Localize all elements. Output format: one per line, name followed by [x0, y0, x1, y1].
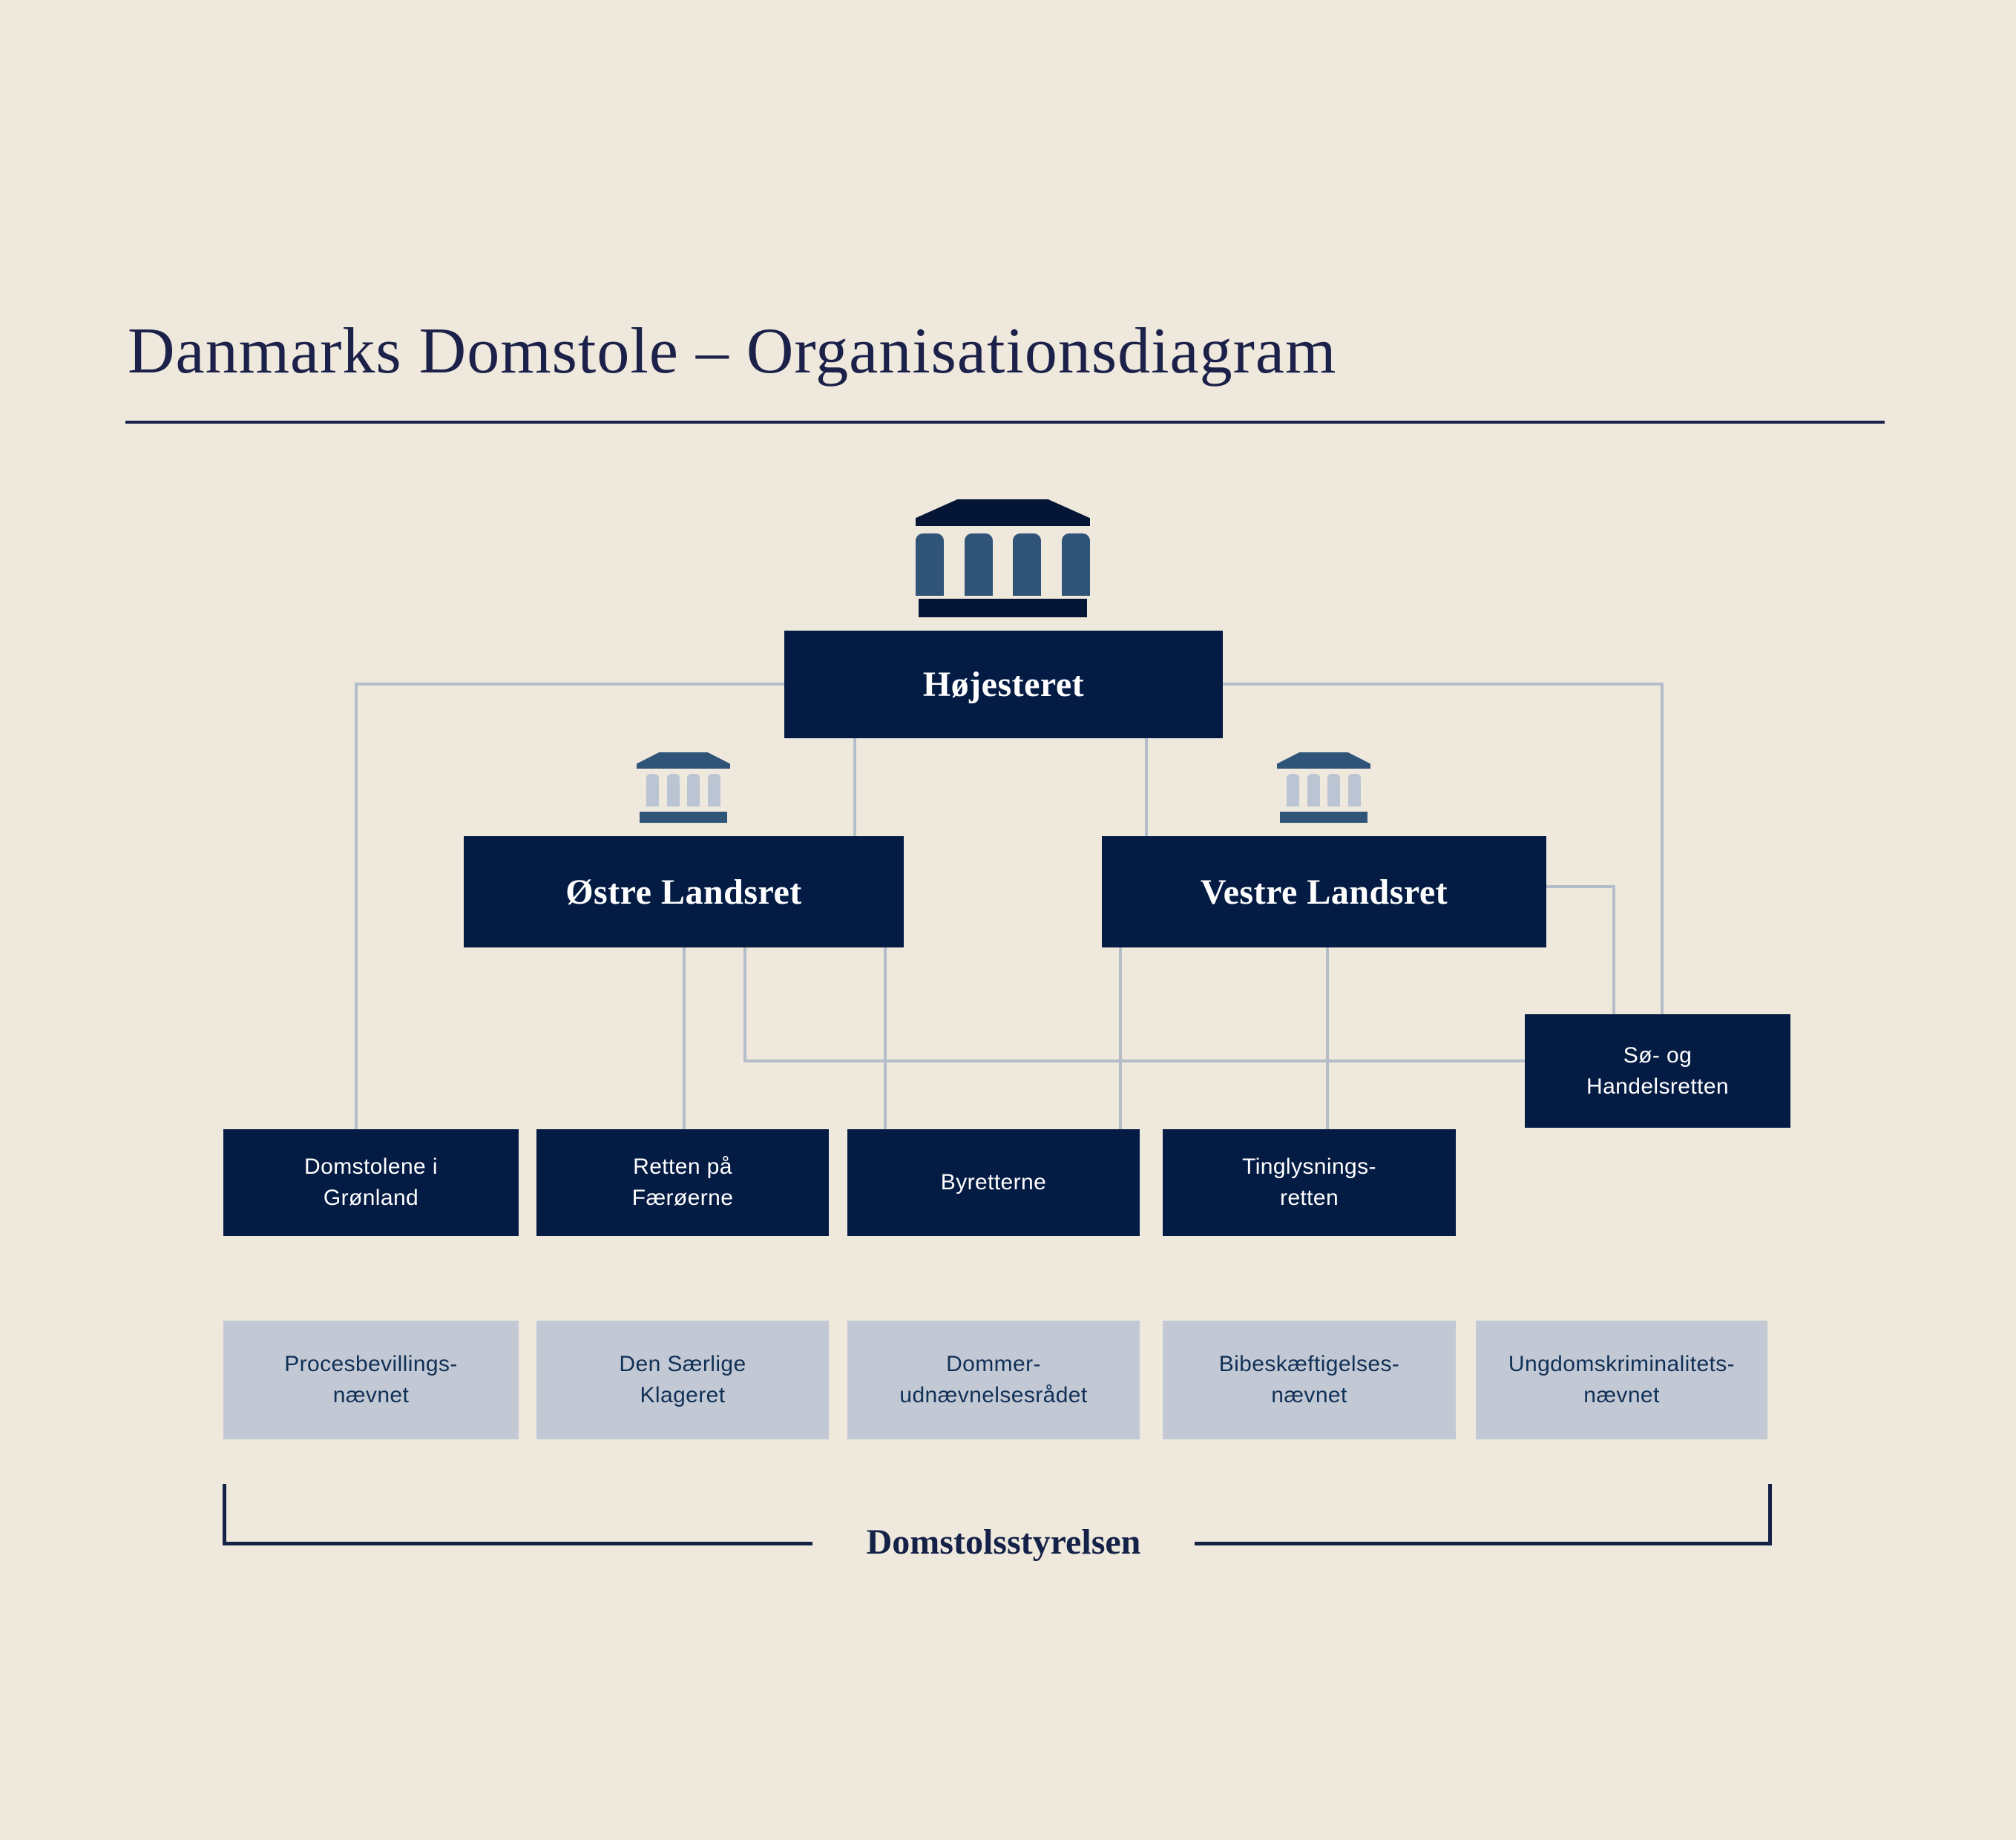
connector-hojesteret-vestre: [1145, 737, 1148, 838]
node-label-line: Byretterne: [940, 1170, 1047, 1195]
connector-vestre-byretterne: [1119, 946, 1122, 1131]
connector-ostre-byretterne: [884, 946, 887, 1131]
node-label-line: Den Særlige: [619, 1352, 746, 1376]
connector-hojesteret-ostre: [853, 737, 856, 838]
node-retten-faroerne: Retten på Færøerne: [536, 1129, 829, 1236]
node-label-line: Tinglysnings-: [1242, 1154, 1376, 1179]
node-label-line: nævnet: [1271, 1383, 1347, 1407]
icon-roof: [637, 752, 730, 769]
icon-columns: [1287, 774, 1361, 806]
node-label-line: Domstolene i: [304, 1154, 438, 1179]
connector-hojesteret-right-horizontal: [1223, 683, 1664, 686]
icon-base: [1280, 812, 1367, 823]
node-ostre-landsret: Østre Landsret: [464, 836, 904, 947]
node-label-line: Sø- og: [1623, 1042, 1692, 1068]
connector-vestre-elbow-vertical: [1612, 885, 1615, 1017]
node-label-line: Ungdomskriminalitets-: [1508, 1352, 1736, 1376]
icon-roof: [1277, 752, 1370, 769]
icon-columns: [916, 533, 1090, 596]
connector-ostre-sohandel-horizontal: [743, 1059, 1526, 1062]
bracket-label-domstolsstyrelsen: Domstolsstyrelsen: [866, 1522, 1141, 1562]
icon-base: [919, 599, 1087, 617]
connector-vestre-tinglysning: [1326, 946, 1329, 1131]
node-label: Vestre Landsret: [1200, 872, 1448, 912]
node-label-line: retten: [1279, 1186, 1339, 1210]
connector-vestre-elbow-horizontal: [1546, 885, 1615, 888]
node-label-line: udnævnelsesrådet: [899, 1383, 1088, 1407]
node-procesbevillingsnaevnet: Procesbevillings- nævnet: [223, 1321, 519, 1439]
node-ungdomskriminalitetsnaevnet: Ungdomskriminalitets- nævnet: [1476, 1321, 1767, 1439]
node-den-saerlige-klageret: Den Særlige Klageret: [536, 1321, 829, 1439]
icon-base: [640, 812, 727, 823]
connector-ostre-faroerne: [683, 946, 686, 1131]
node-hojesteret: Højesteret: [784, 631, 1223, 738]
bracket-tick-left: [223, 1484, 226, 1543]
connector-ostre-sohandel-vertical: [743, 946, 746, 1062]
icon-columns: [646, 774, 720, 806]
bracket-line-right: [1195, 1542, 1772, 1545]
title-underline: [125, 421, 1885, 424]
node-tinglysningsretten: Tinglysnings- retten: [1163, 1129, 1456, 1236]
node-label-line: Procesbevillings-: [284, 1352, 458, 1376]
page-title: Danmarks Domstole – Organisationsdiagram: [128, 315, 1337, 387]
node-vestre-landsret: Vestre Landsret: [1102, 836, 1546, 947]
node-label: Østre Landsret: [565, 872, 802, 912]
node-label: Højesteret: [922, 665, 1085, 704]
node-label-line: Retten på: [633, 1154, 732, 1179]
courthouse-icon-ostre: [637, 752, 730, 823]
node-label-line: Handelsretten: [1586, 1074, 1729, 1099]
node-dommerudnaevnelsesraadet: Dommer- udnævnelsesrådet: [847, 1321, 1140, 1439]
courthouse-icon-vestre: [1277, 752, 1370, 823]
node-label-line: Grønland: [323, 1186, 419, 1210]
node-label-line: Klageret: [640, 1383, 726, 1407]
bracket-line-left: [223, 1542, 812, 1545]
node-label-line: nævnet: [332, 1383, 410, 1407]
node-domstolene-gronland: Domstolene i Grønland: [223, 1129, 519, 1236]
node-label-line: Bibeskæftigelses-: [1218, 1352, 1400, 1376]
connector-hojesteret-left-horizontal: [355, 683, 787, 686]
connector-right-vertical-sohandel: [1661, 683, 1664, 1017]
icon-roof: [916, 499, 1090, 526]
courthouse-icon-large: [916, 499, 1090, 617]
node-label-line: nævnet: [1583, 1383, 1660, 1407]
bracket-tick-right: [1768, 1484, 1772, 1543]
node-label-line: Dommer-: [946, 1352, 1041, 1376]
node-so-og-handelsretten: Sø- og Handelsretten: [1525, 1014, 1790, 1128]
node-bibeskaeftigelsesnaevnet: Bibeskæftigelses- nævnet: [1163, 1321, 1456, 1439]
connector-left-vertical-gronland: [355, 683, 358, 1132]
node-byretterne: Byretterne: [847, 1129, 1140, 1236]
node-label-line: Færøerne: [631, 1186, 734, 1210]
